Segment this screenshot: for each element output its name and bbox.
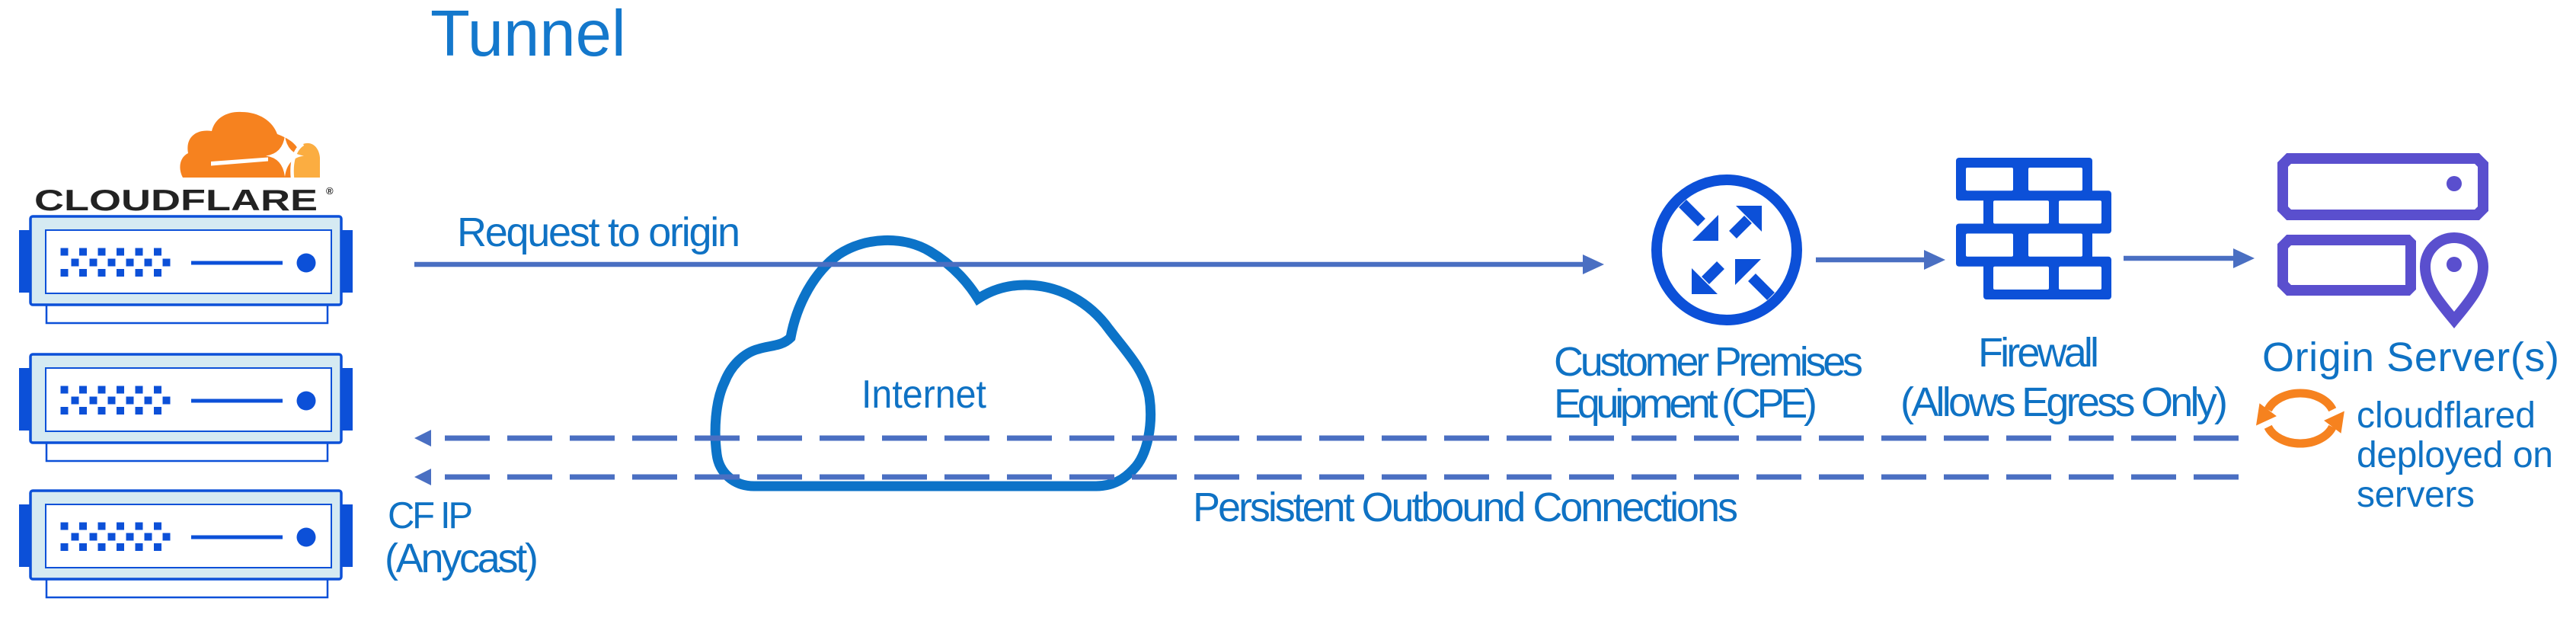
svg-text:(Anycast): (Anycast): [385, 536, 539, 581]
svg-text:cloudflared: cloudflared: [2357, 395, 2536, 436]
svg-text:CLOUDFLARE: CLOUDFLARE: [34, 184, 318, 217]
svg-text:Tunnel: Tunnel: [430, 0, 626, 70]
svg-text:Customer Premises: Customer Premises: [1554, 339, 1863, 385]
svg-text:servers: servers: [2357, 475, 2475, 515]
svg-text:Firewall: Firewall: [1978, 330, 2099, 376]
svg-text:Equipment (CPE): Equipment (CPE): [1554, 381, 1817, 427]
svg-text:Persistent Outbound Connection: Persistent Outbound Connections: [1193, 485, 1738, 530]
svg-text:Origin Server(s): Origin Server(s): [2262, 335, 2559, 380]
svg-text:Request to origin: Request to origin: [457, 210, 740, 255]
svg-text:Internet: Internet: [861, 373, 987, 417]
svg-text:CF IP: CF IP: [388, 495, 473, 536]
svg-text:deployed on: deployed on: [2357, 435, 2553, 475]
svg-text:(Allows Egress Only): (Allows Egress Only): [1900, 379, 2228, 425]
svg-text:®: ®: [326, 185, 334, 197]
